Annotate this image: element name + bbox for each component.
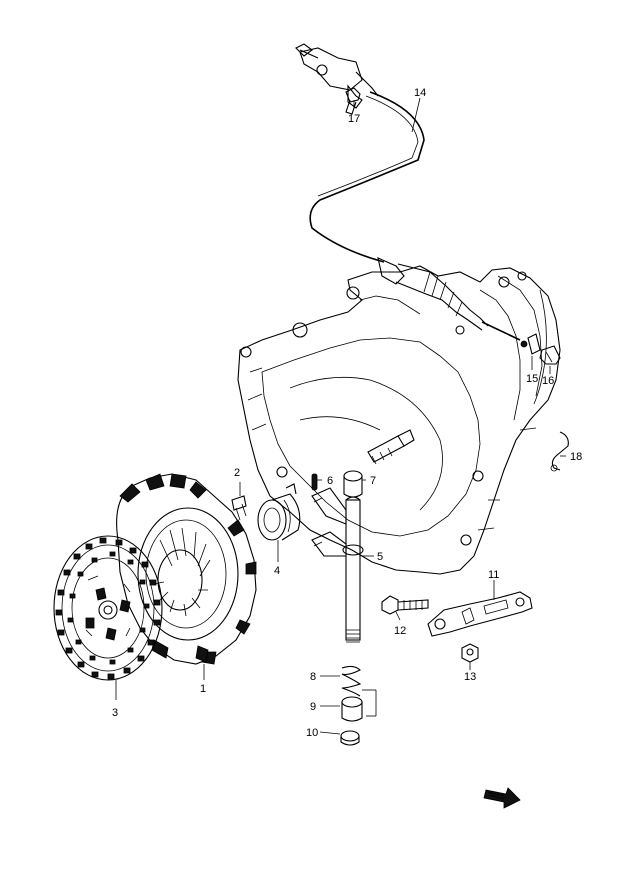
callout-5: 5	[377, 551, 383, 563]
callout-11: 11	[488, 569, 499, 581]
release-fork-shaft	[311, 487, 364, 643]
callout-4: 4	[274, 565, 280, 577]
callout-17: 17	[348, 113, 360, 125]
nut-13	[461, 643, 479, 663]
callout-6: 6	[327, 475, 333, 487]
leader-lines	[115, 97, 566, 735]
bracket-11	[427, 591, 533, 637]
bolt-12	[381, 595, 429, 615]
callout-18: 18	[570, 451, 582, 463]
callout-12: 12	[394, 625, 406, 637]
callout-14: 14	[414, 87, 426, 99]
pin-6	[311, 473, 318, 491]
boot-9	[341, 696, 363, 722]
callout-9: 9	[310, 701, 316, 713]
clutch-disc	[53, 535, 163, 681]
bolt-2	[231, 495, 247, 521]
callout-1: 1	[200, 683, 206, 695]
callout-3: 3	[112, 707, 118, 719]
clip-18	[550, 431, 569, 472]
washer-10	[340, 730, 360, 746]
bushing-7	[343, 470, 363, 498]
clip-16	[539, 345, 561, 365]
callout-8: 8	[310, 671, 316, 683]
callout-16: 16	[542, 375, 554, 387]
release-bearing	[257, 483, 301, 541]
transmission-housing	[237, 265, 561, 575]
callout-13: 13	[464, 671, 476, 683]
callout-7: 7	[370, 475, 376, 487]
callout-labels: 1 2 3 4 5 6 7 8 9 10 11 12 13 14 15 16 1…	[112, 87, 582, 739]
clamp-15	[527, 333, 541, 355]
spring-8	[341, 665, 362, 697]
callout-2: 2	[234, 467, 240, 479]
callout-15: 15	[526, 373, 538, 385]
clutch-cable	[295, 43, 528, 348]
clutch-cover-pressure-plate	[116, 473, 257, 665]
front-direction-arrow-icon	[483, 787, 521, 809]
callout-10: 10	[306, 727, 318, 739]
